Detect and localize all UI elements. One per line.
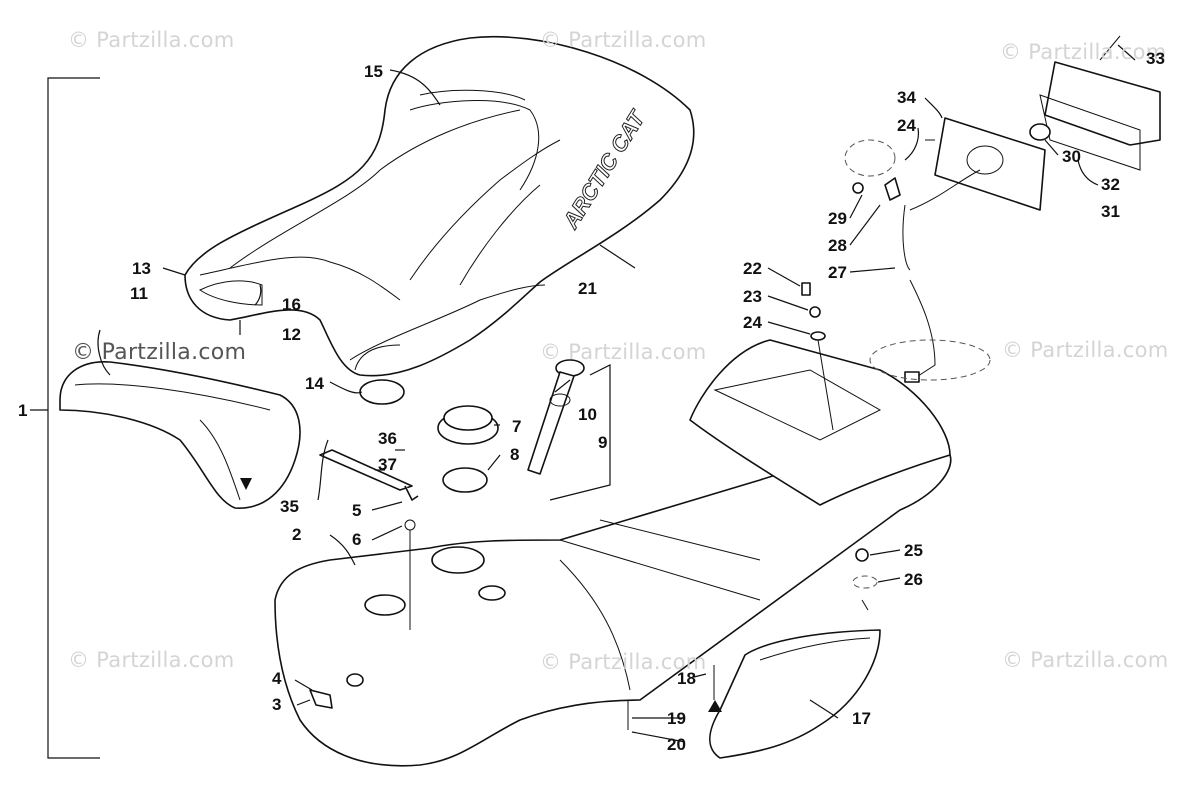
watermark: © Partzilla.com [540, 650, 707, 674]
watermark: © Partzilla.com [1000, 40, 1167, 64]
callout-34: 34 [897, 88, 916, 107]
callout-14: 14 [305, 374, 324, 393]
callout-33: 33 [1146, 49, 1165, 68]
callout-2: 2 [292, 525, 302, 544]
callout-29: 29 [828, 209, 847, 228]
callout-16: 16 [282, 295, 301, 314]
callout-5: 5 [352, 501, 362, 520]
rear-bumper [627, 629, 881, 759]
callout-19: 19 [667, 709, 686, 728]
callout-30: 30 [1062, 147, 1081, 166]
callout-32: 32 [1101, 175, 1120, 194]
callout-6: 6 [352, 530, 362, 549]
callout-3: 3 [272, 695, 282, 714]
callout-28: 28 [828, 236, 847, 255]
watermark-highlighted: © Partzilla.com [72, 340, 247, 365]
callout-31: 31 [1101, 202, 1120, 221]
callout-20: 20 [667, 735, 686, 754]
callout-24-upper: 24 [897, 116, 916, 135]
seat-assembly: ARCTIC CAT [184, 35, 695, 405]
callout-21: 21 [578, 279, 597, 298]
callout-37: 37 [378, 455, 397, 474]
taillight-assembly [844, 35, 1161, 383]
callout-7: 7 [512, 417, 522, 436]
callout-12: 12 [282, 325, 301, 344]
tail-cover-piece [59, 361, 301, 509]
vent-hose [319, 449, 419, 630]
fuel-gauge [527, 359, 585, 475]
watermark: © Partzilla.com [1002, 648, 1169, 672]
callout-8: 8 [510, 445, 520, 464]
callout-22: 22 [743, 259, 762, 278]
callout-10: 10 [578, 405, 597, 424]
fuel-tank-base [274, 339, 952, 767]
watermark: © Partzilla.com [68, 28, 235, 52]
callout-18: 18 [677, 669, 696, 688]
watermark: © Partzilla.com [540, 28, 707, 52]
callout-13: 13 [132, 259, 151, 278]
callout-15: 15 [364, 62, 383, 81]
callout-36: 36 [378, 429, 397, 448]
callout-4: 4 [272, 669, 282, 688]
fuel-cap [437, 405, 499, 493]
watermark: © Partzilla.com [1002, 338, 1169, 362]
callout-24: 24 [743, 313, 762, 332]
callout-27: 27 [828, 263, 847, 282]
callout-26: 26 [904, 570, 923, 589]
mounting-hardware [801, 282, 878, 611]
assembly-bracket [30, 77, 100, 759]
drain-fitting [309, 673, 364, 709]
callout-23: 23 [743, 287, 762, 306]
callout-9: 9 [598, 433, 608, 452]
callout-11: 11 [130, 284, 148, 303]
callout-35: 35 [280, 497, 299, 516]
callout-17: 17 [852, 709, 871, 728]
leader-lines [97, 44, 1136, 743]
watermark: © Partzilla.com [68, 648, 235, 672]
callout-1: 1 [18, 401, 28, 420]
callout-25: 25 [904, 541, 923, 560]
watermark: © Partzilla.com [540, 340, 707, 364]
